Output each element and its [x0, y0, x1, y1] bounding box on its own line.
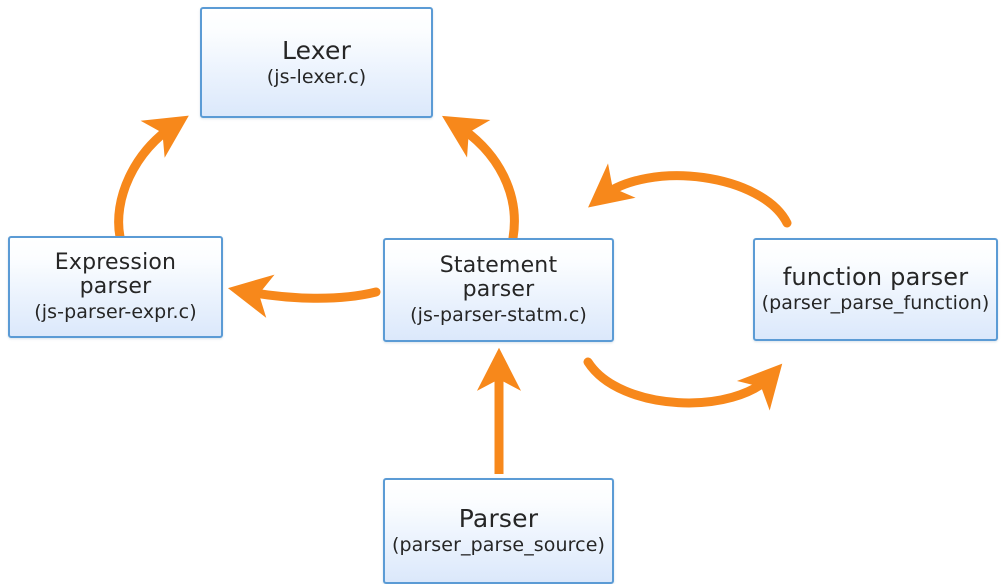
node-statement-parser-title-line1: Statement: [439, 252, 558, 278]
node-lexer[interactable]: Lexer (js-lexer.c): [200, 7, 433, 118]
node-expression-parser-title-line1: Expression: [54, 249, 177, 275]
node-lexer-subtitle: (js-lexer.c): [266, 65, 367, 88]
node-parser[interactable]: Parser (parser_parse_source): [383, 478, 614, 584]
edge-function-to-statement: [588, 163, 792, 228]
node-statement-parser[interactable]: Statement parser (js-parser-statm.c): [383, 238, 614, 342]
node-function-parser-title: function parser: [782, 263, 969, 292]
node-expression-parser-title-line2: parser: [79, 274, 152, 300]
edge-statement-to-function: [583, 357, 783, 411]
node-expression-parser[interactable]: Expression parser (js-parser-expr.c): [8, 236, 223, 338]
node-function-parser[interactable]: function parser (parser_parse_function): [753, 238, 998, 341]
node-parser-title: Parser: [458, 504, 539, 534]
node-function-parser-subtitle: (parser_parse_function): [761, 292, 990, 315]
node-expression-parser-subtitle: (js-parser-expr.c): [34, 300, 197, 323]
edge-expression-to-lexer: [114, 115, 189, 242]
edge-statement-to-lexer: [442, 115, 519, 243]
edge-statement-to-expression: [227, 274, 381, 318]
node-statement-parser-title-line2: parser: [462, 277, 535, 303]
node-parser-subtitle: (parser_parse_source): [391, 534, 606, 557]
node-lexer-title: Lexer: [281, 35, 352, 65]
node-statement-parser-subtitle: (js-parser-statm.c): [410, 303, 587, 326]
